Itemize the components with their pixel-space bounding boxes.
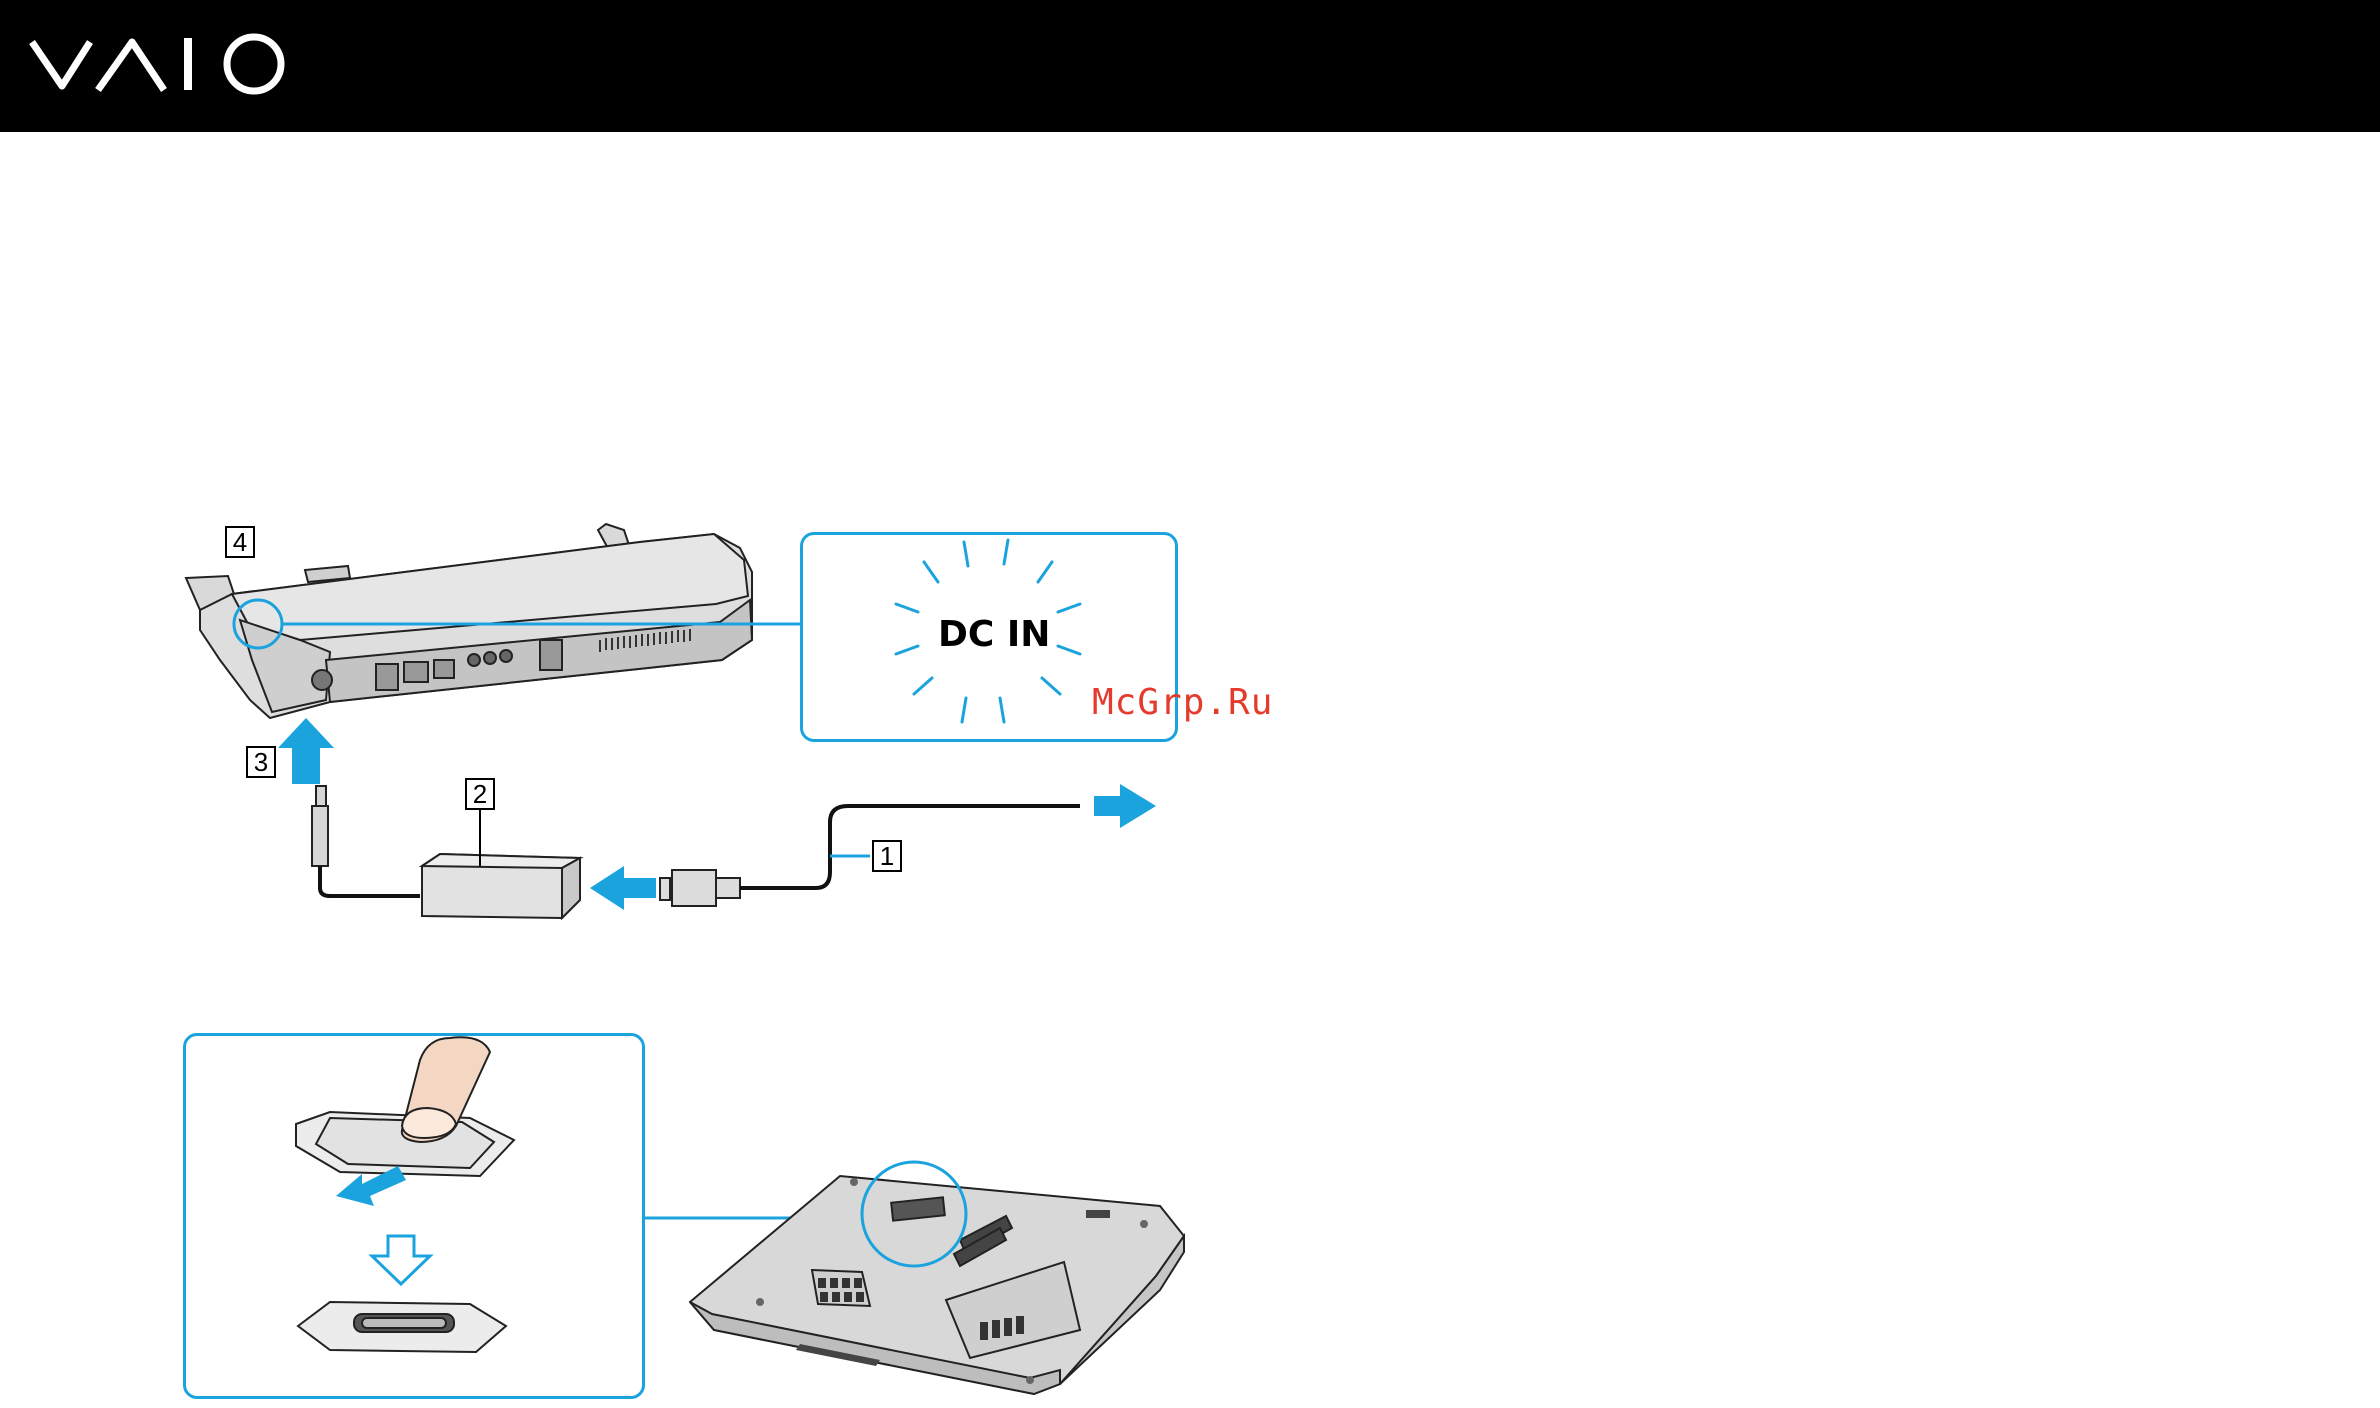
revealed-connector	[298, 1302, 506, 1352]
laptop-underside	[690, 1176, 1184, 1394]
watermark-text: McGrp.Ru	[1092, 682, 1273, 723]
next-step-down-arrow	[372, 1236, 430, 1284]
